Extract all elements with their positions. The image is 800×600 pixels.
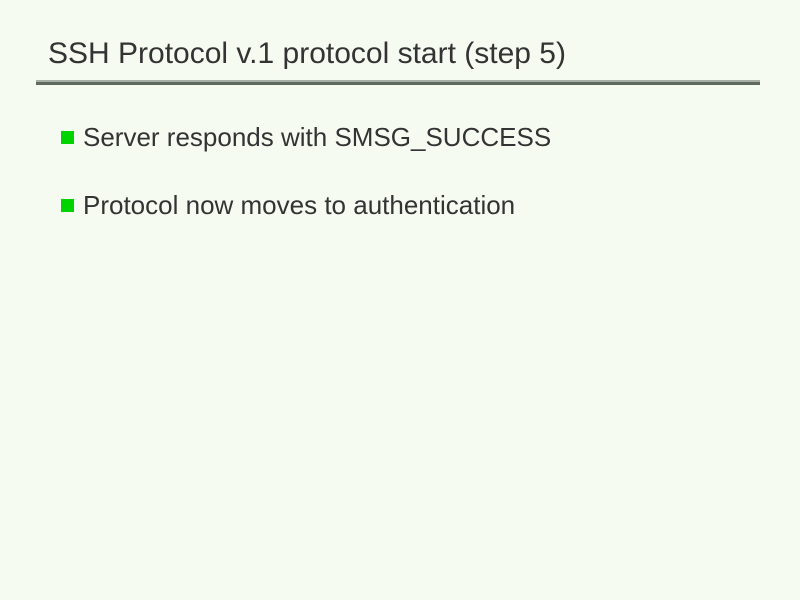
bullet-square-icon [61, 198, 74, 212]
rule-bottom-band [36, 82, 760, 85]
slide-title: SSH Protocol v.1 protocol start (step 5) [48, 37, 566, 70]
bullet-item: Protocol now moves to authentication [61, 190, 515, 220]
title-underline-rule [36, 80, 760, 85]
bullet-text: Protocol now moves to authentication [83, 190, 516, 220]
bullet-item: Server responds with SMSG_SUCCESS [61, 122, 551, 152]
rule-top-band [36, 80, 760, 82]
bullet-text: Server responds with SMSG_SUCCESS [83, 122, 552, 152]
bullet-square-icon [61, 130, 74, 144]
